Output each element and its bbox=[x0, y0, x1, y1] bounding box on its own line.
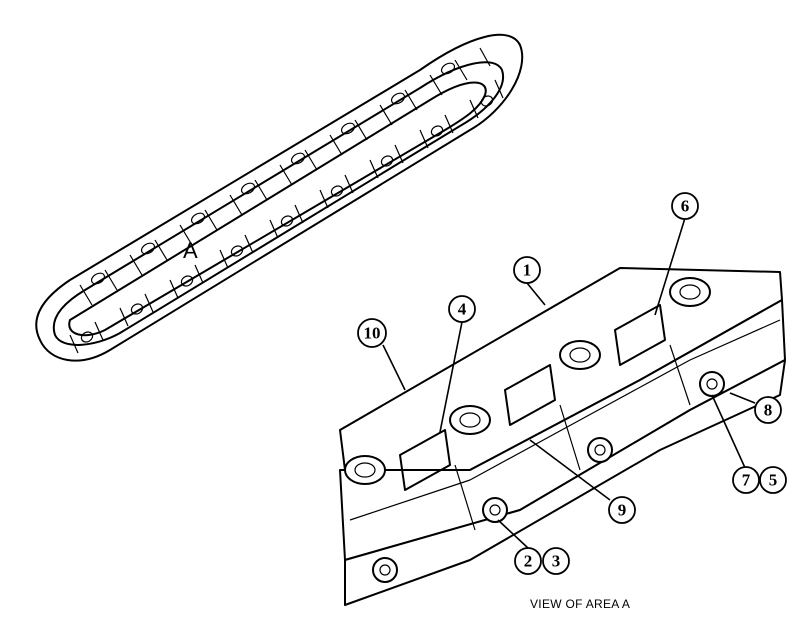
callout-6: 6 bbox=[671, 192, 699, 220]
leader-lines bbox=[382, 217, 756, 549]
callout-2: 2 bbox=[514, 547, 542, 575]
callout-7: 7 bbox=[732, 466, 760, 494]
svg-text:3: 3 bbox=[552, 552, 561, 571]
upper-run-links bbox=[79, 47, 491, 306]
lower-run-links bbox=[69, 79, 504, 354]
callout-4: 4 bbox=[448, 295, 476, 323]
svg-text:10: 10 bbox=[364, 324, 381, 343]
callout-8: 8 bbox=[754, 396, 782, 424]
svg-text:6: 6 bbox=[681, 197, 690, 216]
callout-5: 5 bbox=[759, 466, 787, 494]
rollers bbox=[399, 304, 666, 491]
area-label: A bbox=[183, 238, 198, 263]
callout-1: 1 bbox=[513, 256, 541, 284]
callout-3: 3 bbox=[542, 547, 570, 575]
svg-text:1: 1 bbox=[523, 261, 532, 280]
chain-detail-view: 1 6 4 10 8 7 5 9 bbox=[339, 192, 787, 606]
svg-text:8: 8 bbox=[764, 401, 773, 420]
track-chain-loop: A bbox=[35, 33, 524, 362]
bushings bbox=[344, 277, 711, 485]
svg-text:5: 5 bbox=[769, 471, 778, 490]
callout-10: 10 bbox=[357, 318, 387, 348]
side-pins bbox=[372, 371, 725, 583]
svg-text:2: 2 bbox=[524, 552, 533, 571]
svg-text:9: 9 bbox=[618, 501, 627, 520]
svg-text:4: 4 bbox=[458, 300, 467, 319]
callout-9: 9 bbox=[608, 496, 636, 524]
view-caption: VIEW OF AREA A bbox=[530, 597, 631, 611]
svg-text:7: 7 bbox=[742, 471, 751, 490]
